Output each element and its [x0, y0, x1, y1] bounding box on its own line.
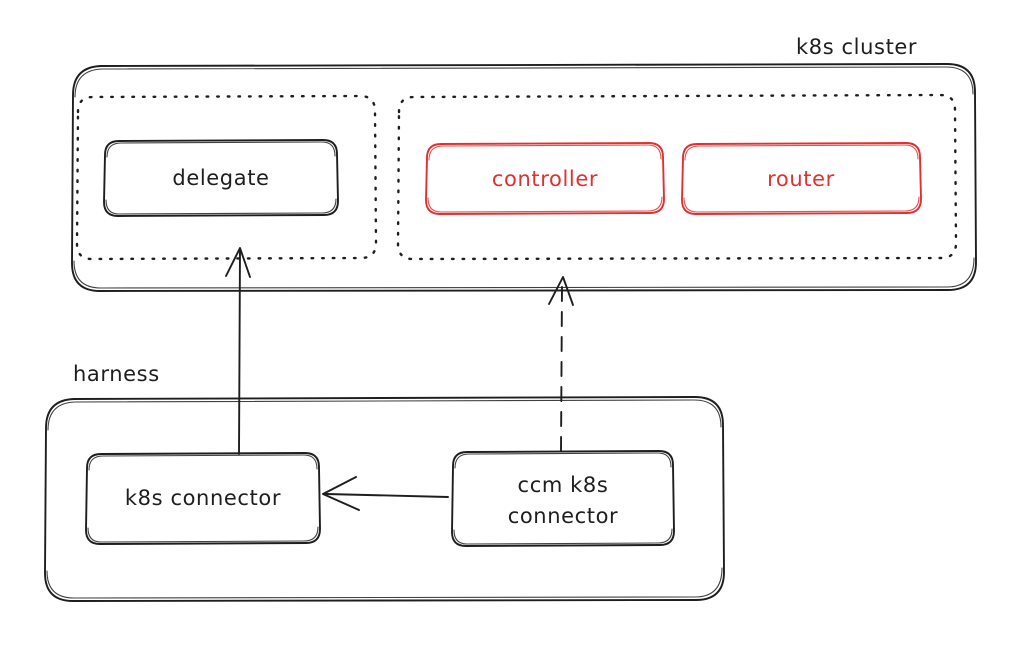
edge-ccm-to-k8s-connector[interactable] [322, 476, 449, 511]
edge-ccm-to-cluster[interactable] [548, 276, 574, 452]
container-label-k8s-cluster: k8s cluster [796, 35, 917, 59]
node-label-delegate: delegate [172, 166, 269, 190]
node-controller[interactable]: controller [425, 142, 665, 215]
node-label-controller: controller [492, 167, 598, 191]
node-label-router: router [767, 167, 835, 191]
edge-k8s-connector-to-delegate[interactable] [225, 247, 251, 455]
container-label-harness: harness [73, 362, 160, 386]
node-label-ccm-k8s-connector-line1: ccm k8s [518, 473, 609, 497]
container-harness[interactable]: harness [44, 362, 725, 602]
node-router[interactable]: router [681, 142, 922, 215]
node-k8s-connector[interactable]: k8s connector [85, 452, 321, 545]
node-delegate[interactable]: delegate [103, 139, 339, 217]
node-label-k8s-connector: k8s connector [125, 486, 281, 510]
node-label-ccm-k8s-connector-line2: connector [508, 504, 619, 528]
node-ccm-k8s-connector[interactable]: ccm k8s connector [451, 450, 675, 547]
container-delegate-group[interactable] [75, 94, 378, 261]
